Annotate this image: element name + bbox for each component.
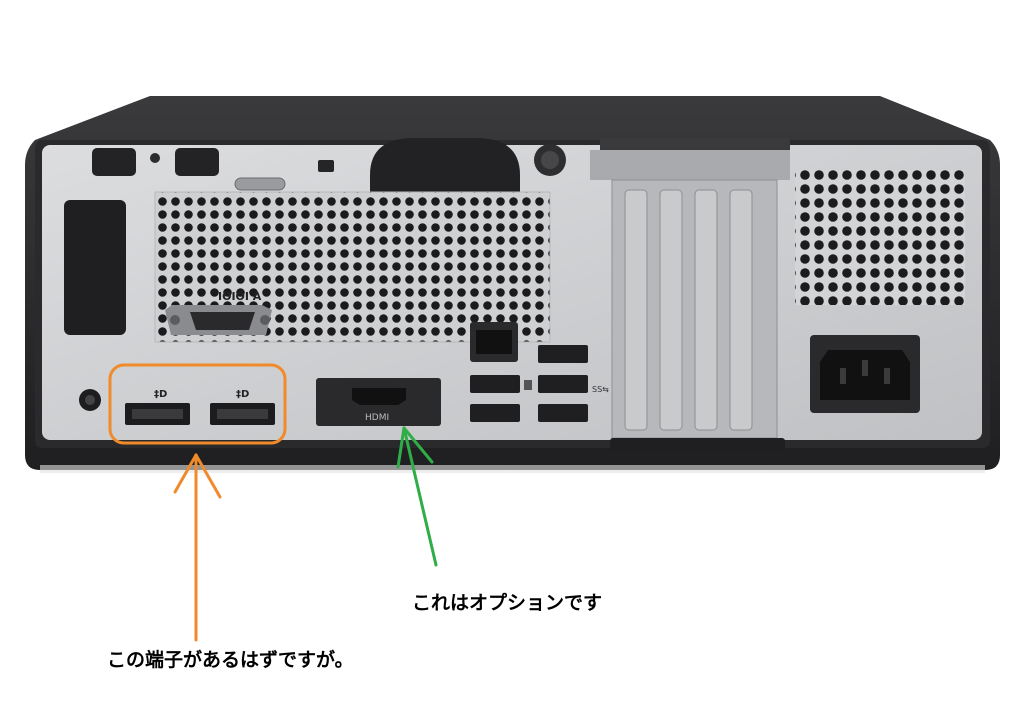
displayport-ports: ‡D ‡D xyxy=(125,389,275,425)
green-arrow xyxy=(396,426,438,567)
expansion-slots xyxy=(590,138,790,452)
hdmi-label: HDMI xyxy=(365,413,389,423)
ethernet-port xyxy=(470,322,518,362)
serial-port-label: IOIOI A xyxy=(218,290,262,303)
hdmi-note-caption: これはオプションです xyxy=(412,592,603,614)
psu-fan-vent xyxy=(795,170,965,305)
hdmi-module: HDMI xyxy=(316,378,441,426)
side-latch xyxy=(64,200,126,335)
displayport-1-label: ‡D xyxy=(154,389,167,400)
serial-port: IOIOI A xyxy=(165,290,272,335)
orange-arrow xyxy=(173,453,222,642)
displayport-note-caption: この端子があるはずですが。 xyxy=(107,649,354,671)
audio-jack xyxy=(79,389,101,411)
usb-ports: SS⇆ xyxy=(470,345,609,422)
power-socket xyxy=(810,335,920,413)
usb-speed-label: SS⇆ xyxy=(592,385,609,394)
displayport-2-label: ‡D xyxy=(236,389,249,400)
displayport-callout-box xyxy=(108,363,287,445)
top-controls xyxy=(92,138,566,205)
